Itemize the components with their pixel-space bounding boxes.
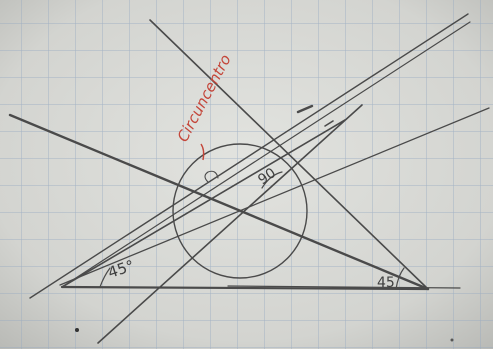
- pencil-dot-2: [450, 338, 454, 342]
- pencil-dot-1: [75, 328, 79, 332]
- short-segment: [227, 285, 461, 289]
- angle-arc-top: [261, 171, 283, 189]
- tick-mark-1: [296, 104, 314, 114]
- bisector-line-1: [29, 13, 469, 299]
- curl-mark: [204, 170, 219, 183]
- long-diagonal-line: [8, 113, 430, 291]
- triangle-base: [60, 285, 430, 291]
- red-pointer-stroke: [200, 143, 205, 161]
- bisector-line-3: [59, 107, 490, 286]
- bisector-line-2: [61, 21, 471, 288]
- triangle-left-side: [61, 119, 346, 288]
- steep-line: [97, 104, 363, 344]
- pencil-lines: [8, 13, 490, 344]
- angle-arc-left: [99, 267, 111, 288]
- triangle-right-side: [149, 19, 429, 290]
- tick-mark-2: [324, 120, 334, 127]
- angle-label-right: 45: [377, 275, 395, 291]
- circumcircle: [172, 143, 308, 279]
- angle-arc-right: [395, 267, 405, 290]
